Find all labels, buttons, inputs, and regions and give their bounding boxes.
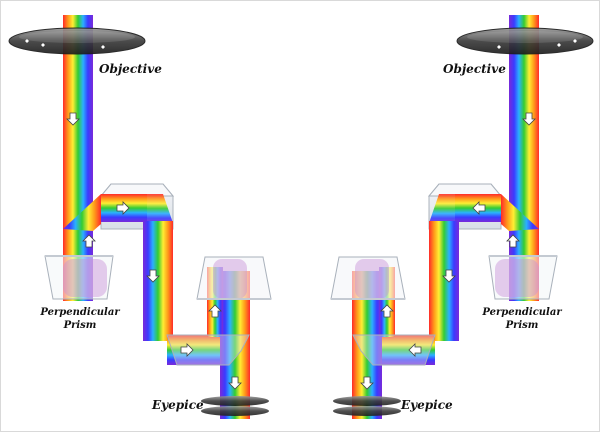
prism-label-right: Prism (505, 320, 539, 331)
objective-lens-icon (457, 28, 593, 54)
prism-label-left: Prism (63, 320, 97, 331)
beam-segment (429, 221, 459, 341)
eyepiece-prism-right (331, 257, 405, 299)
eyepiece-lens-icon (333, 396, 401, 416)
perpendicular-prism-left (45, 256, 113, 299)
objective-label-right: Objective (443, 62, 506, 76)
beam-segment (143, 221, 173, 341)
eyepiece-prism-left (197, 257, 271, 299)
perpendicular-prism-right (489, 256, 557, 299)
perpendicular-label-left: Perpendicular (39, 307, 120, 318)
objective-label-left: Objective (99, 62, 162, 76)
objective-lens-icon (9, 28, 145, 54)
perpendicular-label-right: Perpendicular (481, 307, 562, 318)
eyepiece-lens-icon (201, 396, 269, 416)
eyepiece-label-left: Eyepice (151, 398, 204, 412)
eyepiece-label-right: Eyepice (400, 398, 453, 412)
